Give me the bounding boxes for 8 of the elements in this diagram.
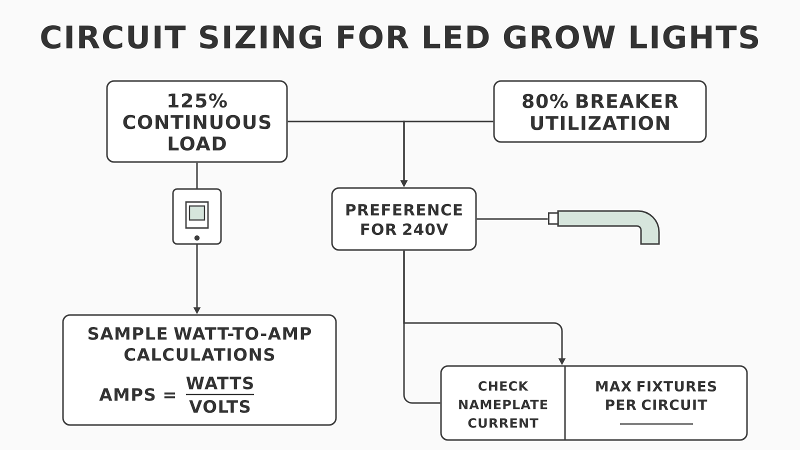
bent-tube-icon xyxy=(548,210,660,245)
split-box: CHECK NAMEPLATE CURRENT MAX FIXTURES PER CIRCUIT xyxy=(440,365,748,441)
title: CIRCUIT SIZING FOR LED GROW LIGHTS xyxy=(41,25,758,49)
process-box: 125% CONTINUOUS LOAD xyxy=(106,80,288,163)
process-box: PREFERENCE FOR 240V xyxy=(331,187,477,251)
process-box: 80% BREAKER UTILIZATION xyxy=(493,80,707,143)
switch-icon xyxy=(172,188,222,245)
formula-box: SAMPLE WATT-TO-AMP CALCULATIONS AMPS = WATTS VOLTS xyxy=(62,314,337,426)
